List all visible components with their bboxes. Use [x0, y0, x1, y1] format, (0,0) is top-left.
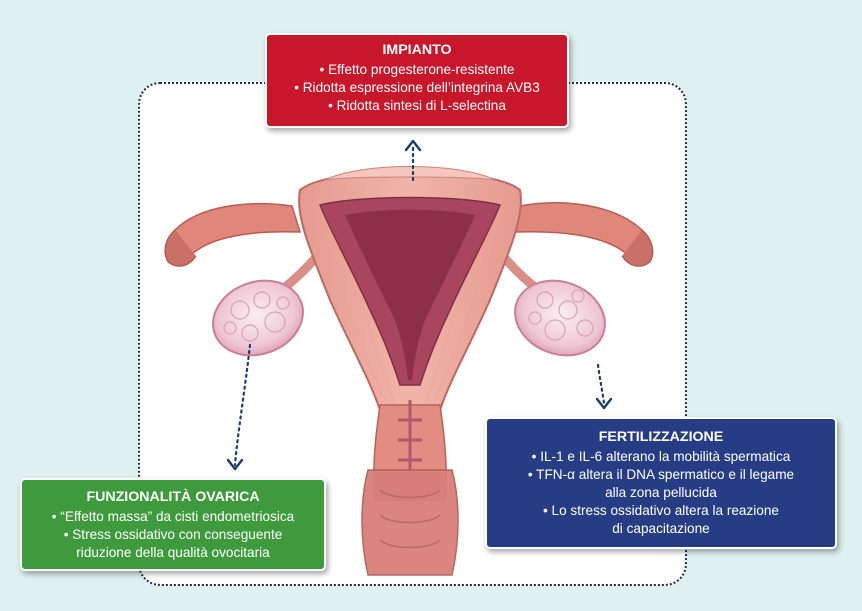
left-ovary-follicles	[223, 291, 290, 342]
arrowhead-impianto	[404, 139, 422, 152]
uterine-cavity	[345, 209, 475, 380]
impianto-item: • Ridotta sintesi di L-selectina	[328, 98, 506, 113]
funzionalita-ovarica-box: FUNZIONALITÀ OVARICA • “Effetto massa” d…	[20, 478, 326, 571]
connector-fertilizzazione	[596, 363, 606, 405]
right-ovary	[514, 279, 606, 357]
connectors	[233, 143, 606, 467]
cervical-canal	[398, 400, 422, 470]
vaginal-rugae	[379, 489, 441, 549]
fertilizzazione-item: • Lo stress ossidativo altera la reazion…	[543, 503, 779, 536]
funzionalita-title: FUNZIONALITÀ OVARICA	[86, 489, 260, 505]
arrowhead-fertilizzazione	[595, 397, 613, 410]
impianto-item: • Ridotta espressione dell’integrina AVB…	[294, 80, 540, 95]
impianto-box: IMPIANTO • Effetto progesterone-resisten…	[265, 33, 569, 128]
funzionalita-item: • “Effetto massa” da cisti endometriosic…	[51, 509, 295, 524]
left-fimbriae	[164, 229, 197, 267]
impianto-title: IMPIANTO	[382, 42, 452, 58]
connector-arrowheads	[226, 139, 613, 471]
left-ovary	[212, 279, 304, 357]
funzionalita-item: • Stress ossidativo con conseguente ridu…	[63, 527, 283, 560]
fertilizzazione-item: • TFN-α altera il DNA spermatico e il le…	[527, 467, 795, 500]
fertilizzazione-box: FERTILIZZAZIONE • IL-1 e IL-6 alterano l…	[485, 417, 837, 549]
uterine-fundus	[324, 166, 496, 181]
fertilizzazione-item: • IL-1 e IL-6 alterano la mobilità sperm…	[531, 449, 791, 464]
fertilizzazione-title: FERTILIZZAZIONE	[598, 429, 724, 445]
right-fimbriae	[621, 229, 654, 267]
right-ovary-follicles	[528, 289, 594, 341]
arrowhead-funzionalita	[226, 458, 244, 471]
impianto-item: • Effetto progesterone-resistente	[319, 62, 515, 77]
connector-funzionalita	[233, 343, 252, 467]
